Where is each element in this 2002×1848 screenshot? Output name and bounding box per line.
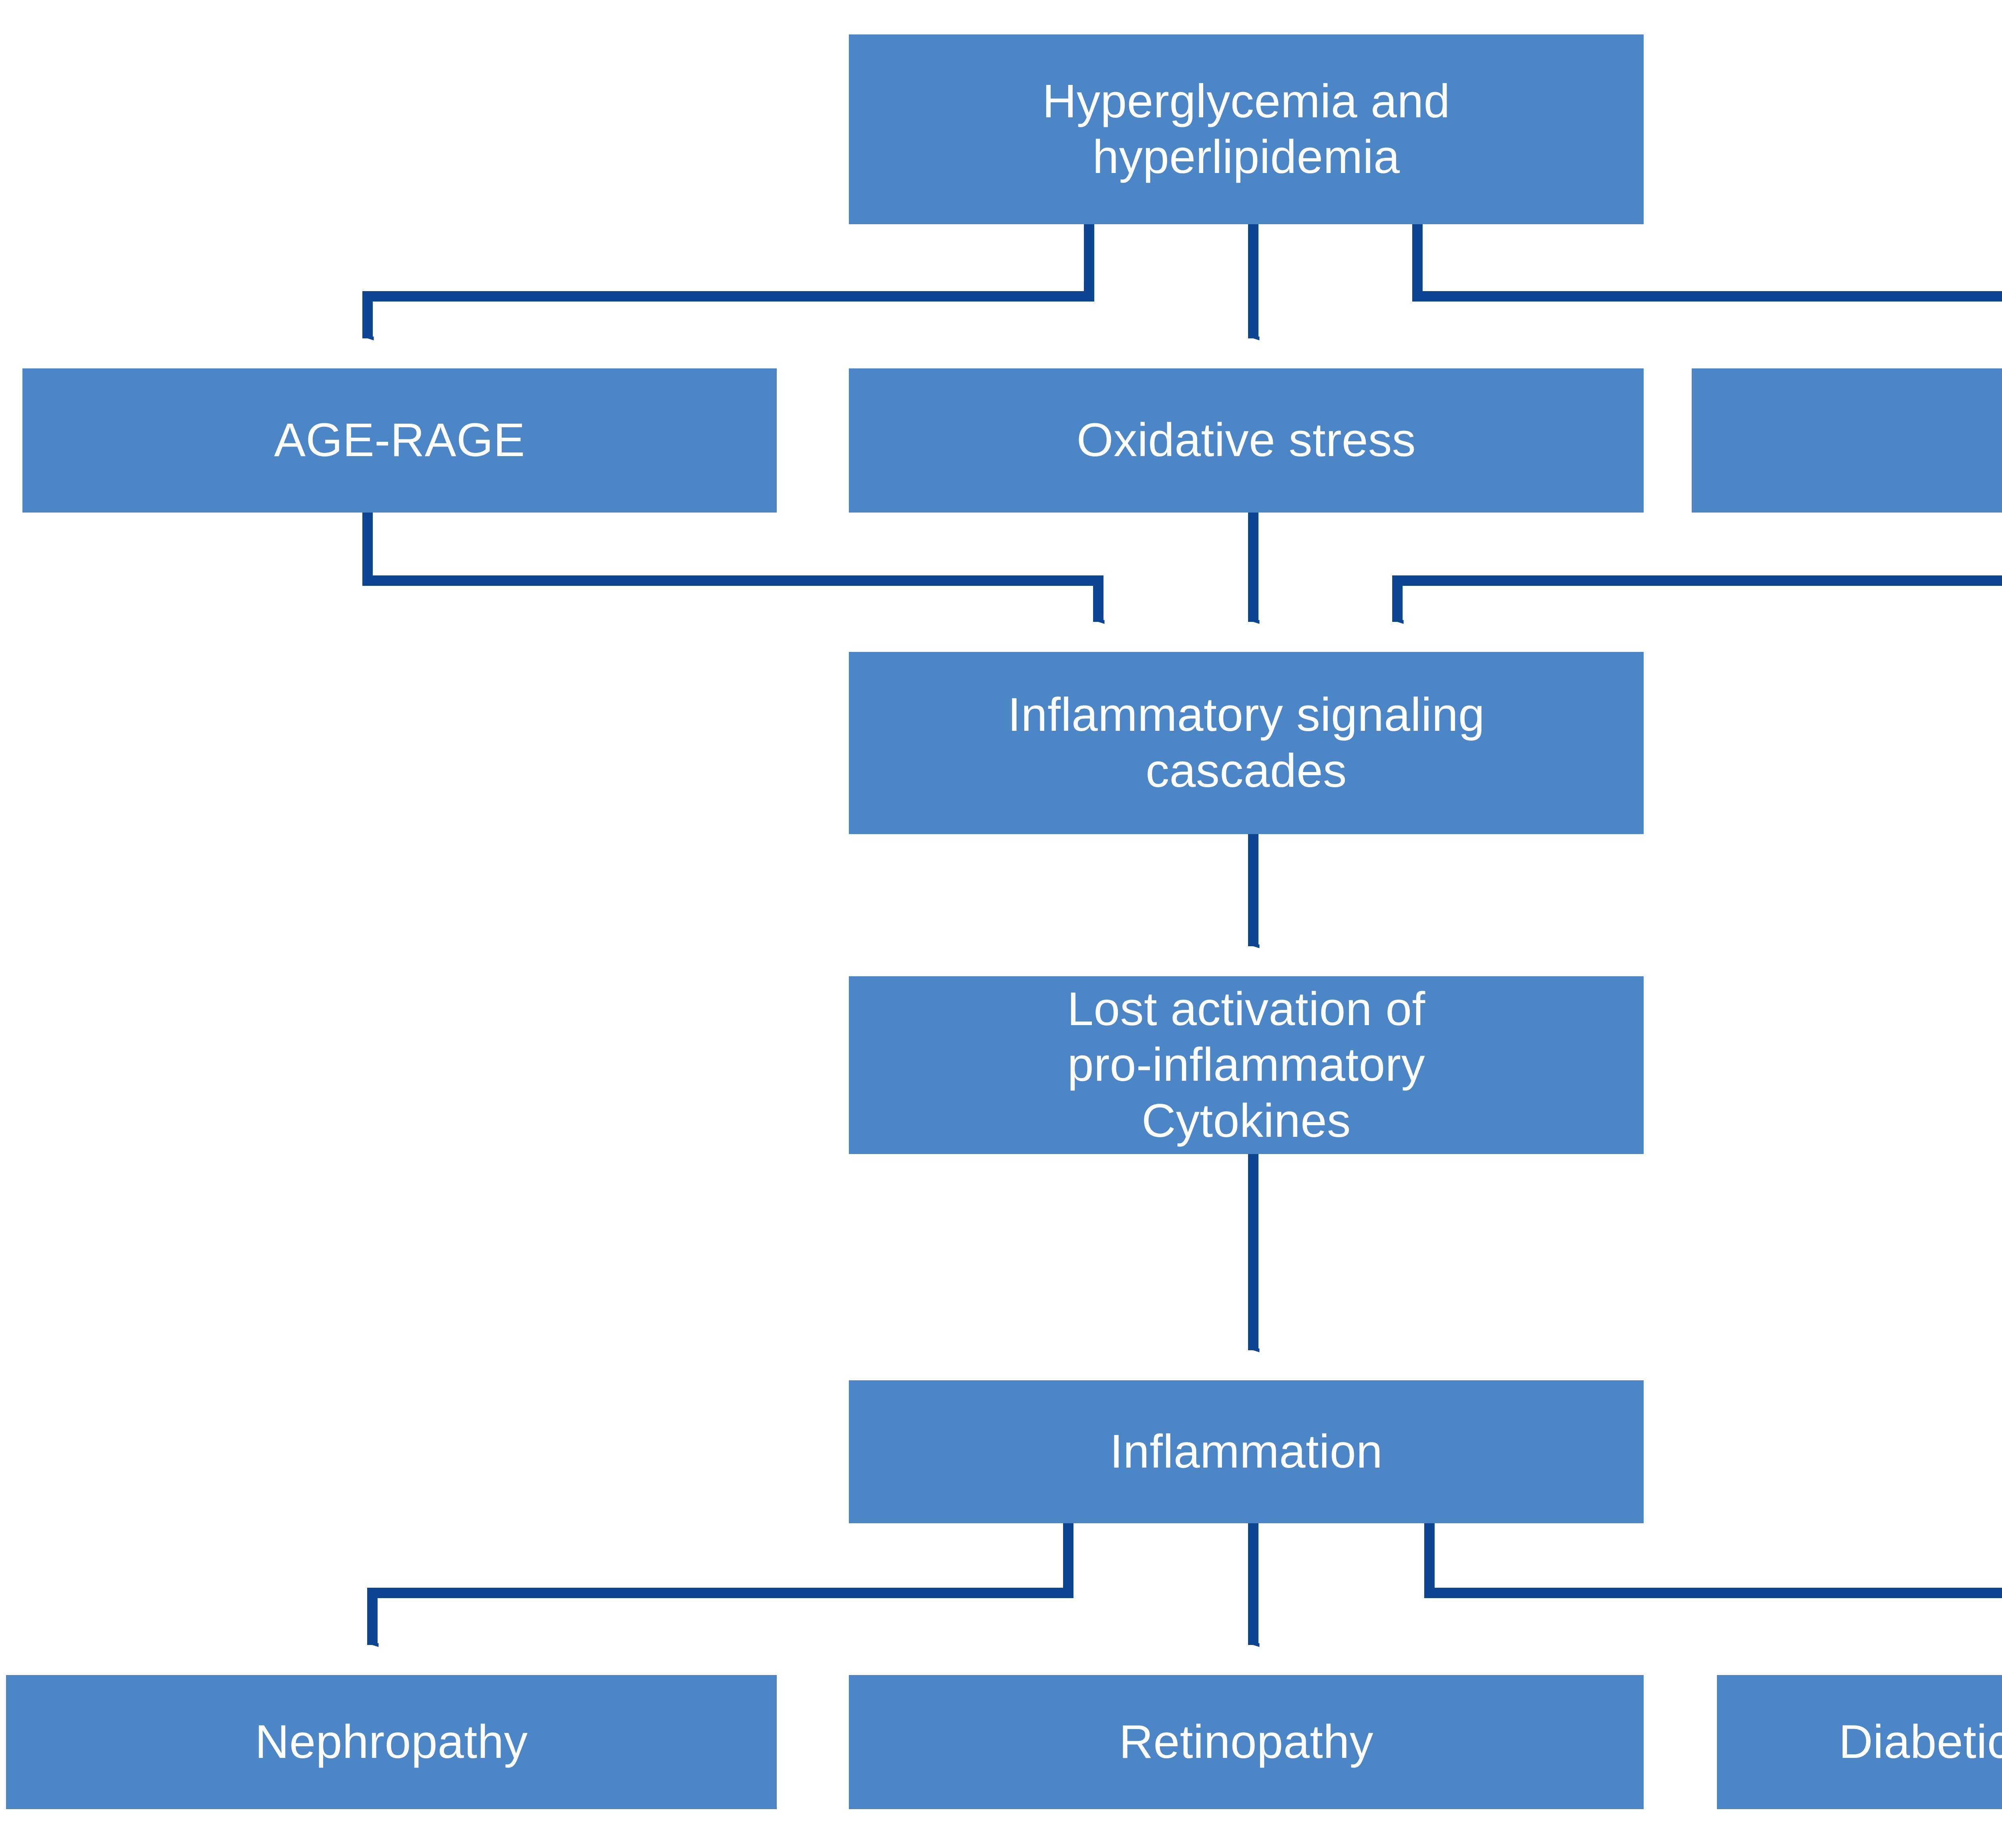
node-inflammatory-signaling-cascades[interactable]: Inflammatory signaling cascades <box>849 652 1644 834</box>
edge-age-rage-to-cascades <box>362 513 1105 624</box>
edge-hypoxia-to-cascades <box>1392 575 2002 624</box>
edge-inflammation-to-cardiomyopathy <box>1424 1523 2002 1598</box>
edge-hyperglycemia-to-hypoxia <box>1412 224 2002 302</box>
edge-hyperglycemia-to-age-rage <box>362 224 1094 340</box>
edge-inflammation-to-nephropathy <box>367 1523 1073 1647</box>
node-retinopathy[interactable]: Retinopathy <box>849 1675 1644 1809</box>
node-hypoxia[interactable]: Hypoxia <box>1692 368 2002 513</box>
node-age-rage[interactable]: AGE-RAGE <box>22 368 777 513</box>
node-diabetic-cardiomyopathy[interactable]: Diabetic cardiomyopathy <box>1717 1675 2002 1809</box>
node-inflammation[interactable]: Inflammation <box>849 1380 1644 1523</box>
node-hyperglycemia-and-hyperlipidemia[interactable]: Hyperglycemia and hyperlipidemia <box>849 34 1644 224</box>
node-nephropathy[interactable]: Nephropathy <box>6 1675 777 1809</box>
node-lost-activation-of-pro-inflammatory-cytokines[interactable]: Lost activation of pro-inflammatory Cyto… <box>849 976 1644 1154</box>
node-oxidative-stress[interactable]: Oxidative stress <box>849 368 1644 513</box>
